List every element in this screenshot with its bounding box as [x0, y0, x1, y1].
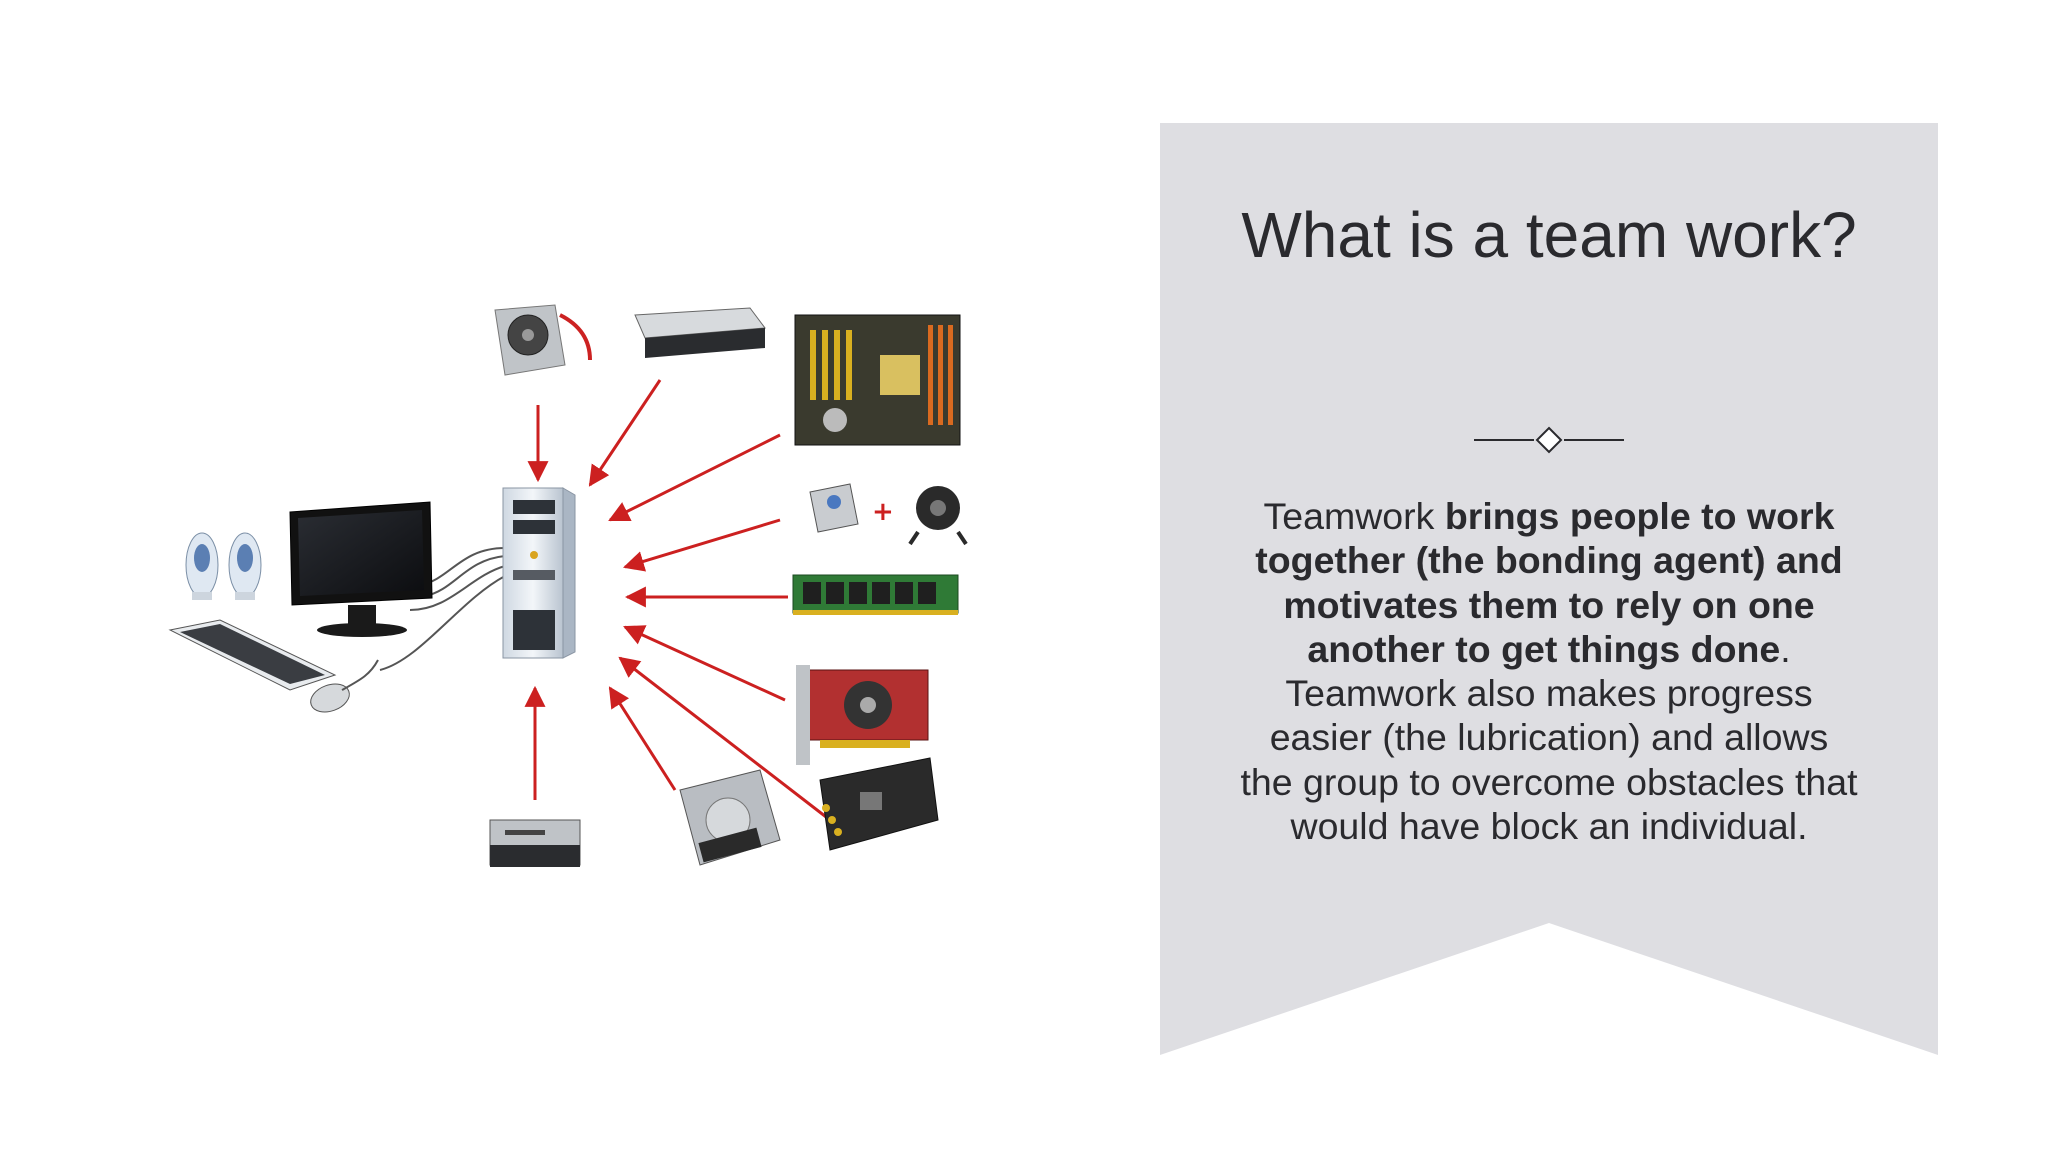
arrow-motherboard — [608, 433, 781, 522]
motherboard — [794, 314, 961, 446]
computer-tower — [502, 487, 576, 659]
body-text-rest: . Teamwork also makes progress easier (t… — [1240, 627, 1858, 848]
sound-card — [819, 757, 939, 851]
arrow-sound-card — [618, 656, 831, 822]
arrow-cpu — [622, 518, 781, 572]
cpu-plus-sign: + — [872, 497, 894, 527]
arrow-graphics-card — [623, 625, 786, 702]
monitor — [289, 501, 433, 637]
keyboard — [168, 619, 337, 691]
computer-components-diagram: + — [120, 280, 1020, 920]
speakers — [185, 532, 262, 600]
body-text-emphasis: brings people to work together (the bond… — [1255, 495, 1843, 670]
optical-drive — [634, 307, 766, 358]
hard-drive — [679, 769, 781, 866]
card-reader — [489, 819, 581, 867]
power-supply — [494, 304, 592, 376]
arrows — [524, 379, 831, 822]
diamond-icon — [1535, 426, 1563, 454]
body-text-intro: Teamwork — [1263, 495, 1445, 537]
arrow-hard-drive — [608, 686, 677, 791]
body-paragraph: Teamwork brings people to work together … — [1240, 494, 1858, 848]
diagram-canvas: + — [168, 304, 968, 867]
graphics-card — [796, 665, 929, 765]
content-banner: What is a team work? Teamwork brings peo… — [1160, 123, 1938, 1055]
slide-title: What is a team work? — [1241, 199, 1857, 271]
ram-module — [792, 574, 959, 615]
mouse — [310, 659, 379, 713]
cpu-and-cooler: + — [809, 483, 968, 546]
banner-shape — [1160, 123, 1938, 1055]
title-divider — [1474, 426, 1624, 454]
arrow-optical-drive — [588, 379, 662, 487]
